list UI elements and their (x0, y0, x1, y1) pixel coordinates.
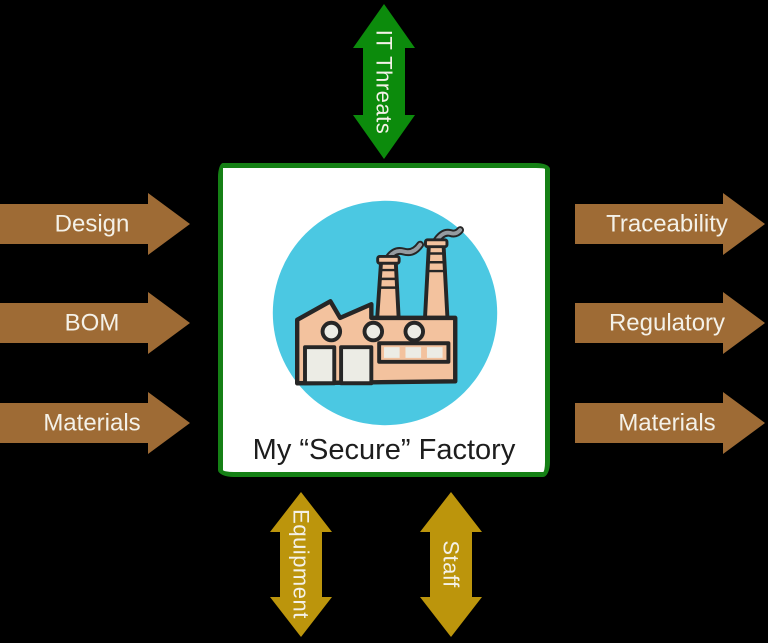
smoke-icon (433, 228, 463, 244)
arrow-label-materials-in: Materials (43, 410, 140, 437)
chimney-right (423, 242, 450, 320)
right-arrow-shape (0, 193, 190, 255)
arrow-label-bom: BOM (65, 310, 120, 337)
secure-factory-box: My “Secure” Factory (218, 163, 550, 477)
materials-in-arrow: Materials (0, 392, 190, 454)
double-arrow-shape (270, 492, 332, 637)
band-window (426, 347, 443, 358)
traceability-arrow: Traceability (575, 193, 765, 255)
right-arrow-shape (575, 292, 765, 354)
chimney-left-bands (377, 268, 399, 289)
factory-caption: My “Secure” Factory (252, 434, 516, 466)
design-arrow: Design (0, 193, 190, 255)
garage-door (339, 345, 374, 386)
arrow-label-traceability: Traceability (606, 211, 728, 238)
double-arrow-shape (353, 4, 415, 159)
double-arrow-shape (420, 492, 482, 637)
chimney-left-rim (376, 254, 401, 265)
arrow-label-materials-out: Materials (618, 410, 715, 437)
it-threats-arrow: IT Threats (353, 4, 415, 159)
smoke-icon (385, 242, 423, 263)
right-arrow-shape (575, 392, 765, 454)
right-arrow-shape (0, 292, 190, 354)
band-window (405, 347, 422, 358)
round-window (403, 320, 425, 343)
right-arrow-shape (575, 193, 765, 255)
regulatory-arrow: Regulatory (575, 292, 765, 354)
factory-icon (272, 200, 498, 426)
round-window (362, 320, 385, 343)
arrow-label-design: Design (55, 211, 130, 238)
arrow-label-it-threats: IT Threats (372, 30, 397, 134)
band-window (384, 347, 400, 358)
staff-arrow: Staff (420, 492, 482, 637)
arrow-label-staff: Staff (439, 540, 464, 588)
chimney-right-rim (424, 238, 449, 249)
chimney-right-bands (425, 252, 447, 273)
arrow-label-equipment: Equipment (289, 509, 314, 619)
round-window (320, 320, 343, 343)
factory-building (295, 226, 465, 386)
right-arrow-shape (0, 392, 190, 454)
bom-arrow: BOM (0, 292, 190, 354)
arrow-label-regulatory: Regulatory (609, 310, 725, 337)
materials-out-arrow: Materials (575, 392, 765, 454)
equipment-arrow: Equipment (270, 492, 332, 637)
garage-door (303, 345, 337, 386)
